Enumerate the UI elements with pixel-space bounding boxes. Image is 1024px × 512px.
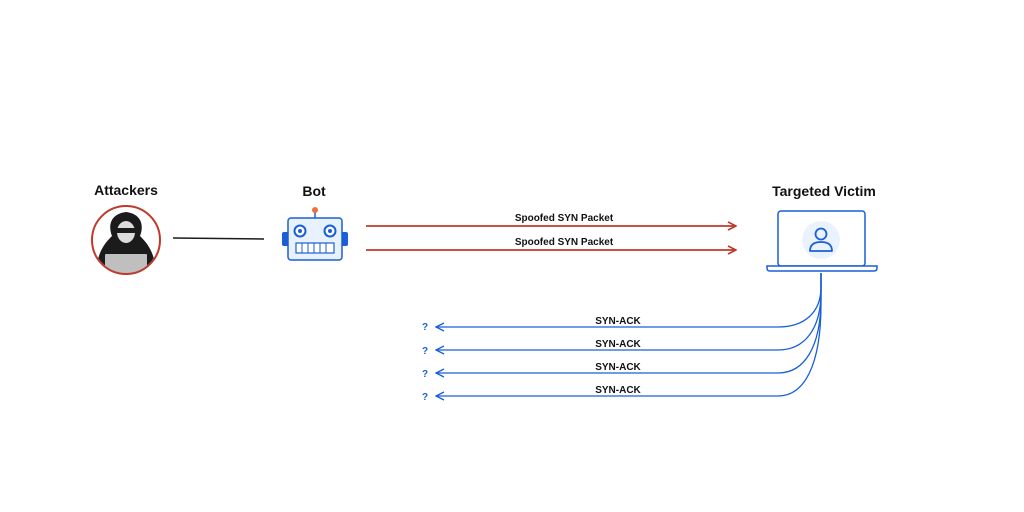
laptop-user-icon xyxy=(766,210,878,272)
spoofed-syn-label-1: Spoofed SYN Packet xyxy=(515,213,614,224)
hooded-hacker-icon xyxy=(91,205,161,275)
syn-ack-arrow-4 xyxy=(436,273,822,396)
unknown-destination-mark-2: ? xyxy=(422,346,428,357)
attackers-label: Attackers xyxy=(94,182,158,198)
syn-ack-label-2: SYN-ACK xyxy=(595,339,641,350)
syn-ack-label-4: SYN-ACK xyxy=(595,385,641,396)
unknown-destination-mark-1: ? xyxy=(422,322,428,333)
bot-label: Bot xyxy=(302,183,326,199)
unknown-destination-mark-4: ? xyxy=(422,392,428,403)
syn-ack-label-1: SYN-ACK xyxy=(595,316,641,327)
victim-label: Targeted Victim xyxy=(772,183,876,199)
syn-ack-label-3: SYN-ACK xyxy=(595,362,641,373)
spoofed-syn-label-2: Spoofed SYN Packet xyxy=(515,237,614,248)
unknown-destination-mark-3: ? xyxy=(422,369,428,380)
attacker-bot-link xyxy=(172,237,265,240)
robot-icon xyxy=(282,207,348,261)
